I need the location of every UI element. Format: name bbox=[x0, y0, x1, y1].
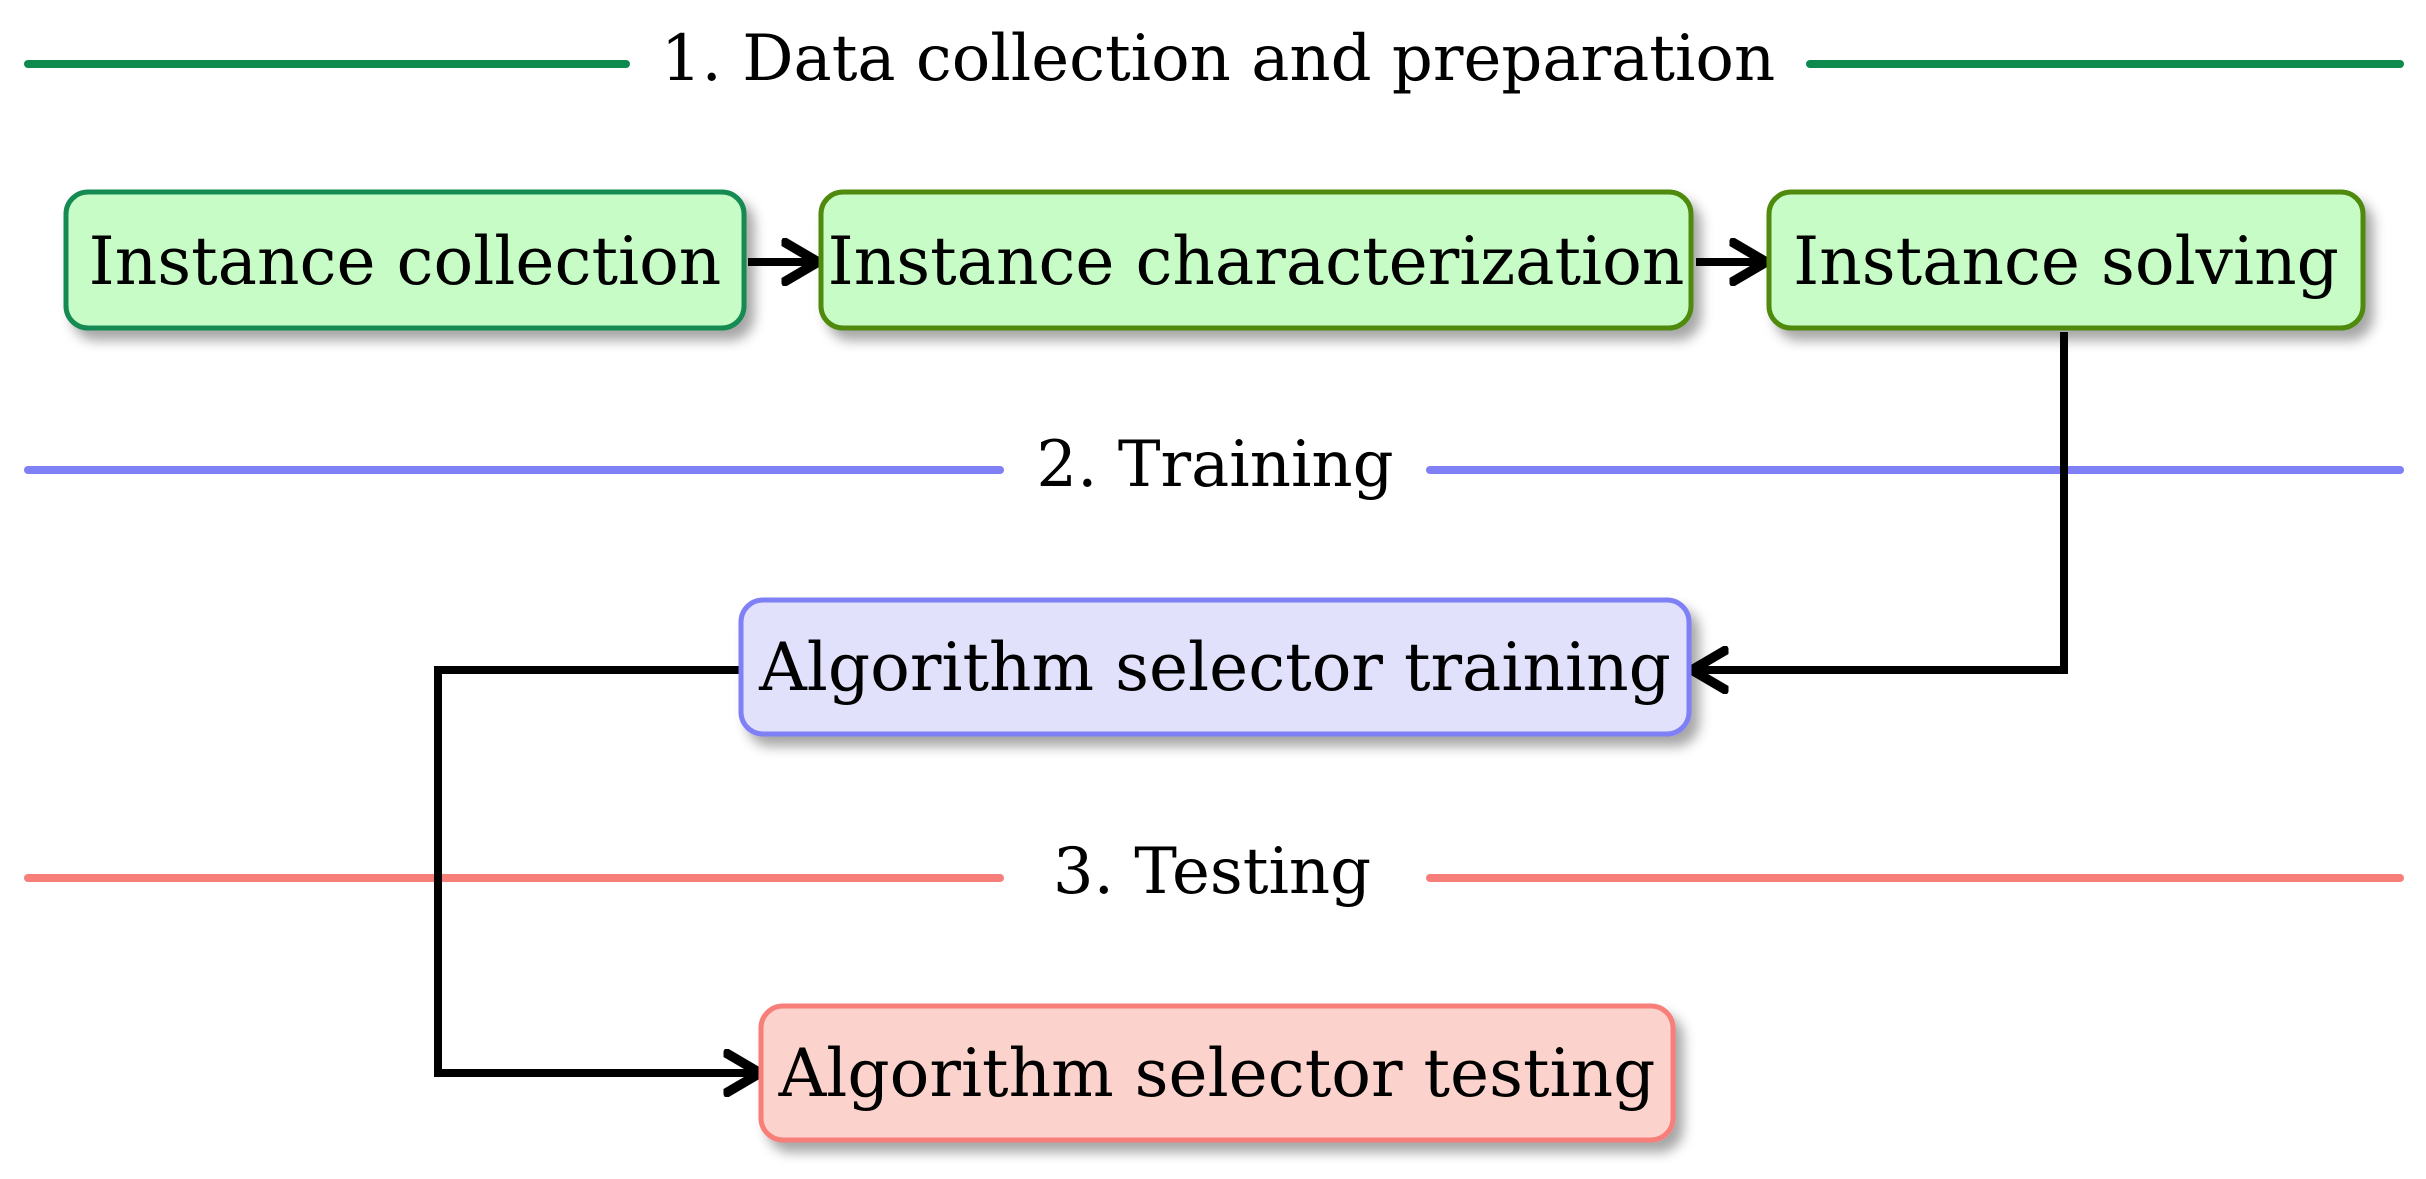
algorithm-selector-training-label: Algorithm selector training bbox=[758, 629, 1671, 706]
instance-characterization-box: Instance characterization bbox=[818, 189, 1694, 331]
phase-2-header: 2. Training bbox=[24, 428, 2404, 502]
phase-3-title: 3. Testing bbox=[1053, 835, 1371, 909]
phase-1-header: 1. Data collection and preparation bbox=[24, 22, 2404, 96]
arrow-training-to-testing bbox=[434, 666, 757, 1073]
phase-2-title: 2. Training bbox=[1036, 428, 1393, 502]
algorithm-selector-training-box: Algorithm selector training bbox=[738, 597, 1692, 737]
algorithm-selector-testing-label: Algorithm selector testing bbox=[778, 1035, 1656, 1112]
connectors bbox=[434, 262, 2068, 1073]
instance-collection-box: Instance collection bbox=[63, 189, 747, 331]
algorithm-selector-testing-box: Algorithm selector testing bbox=[758, 1003, 1676, 1143]
instance-solving-box: Instance solving bbox=[1766, 189, 2366, 331]
arrow-solving-to-training bbox=[1695, 332, 2068, 670]
instance-collection-label: Instance collection bbox=[89, 223, 722, 300]
phase-1-title: 1. Data collection and preparation bbox=[661, 22, 1775, 96]
instance-solving-label: Instance solving bbox=[1793, 223, 2339, 300]
phase-3-header: 3. Testing bbox=[24, 835, 2404, 909]
instance-characterization-label: Instance characterization bbox=[828, 223, 1685, 300]
